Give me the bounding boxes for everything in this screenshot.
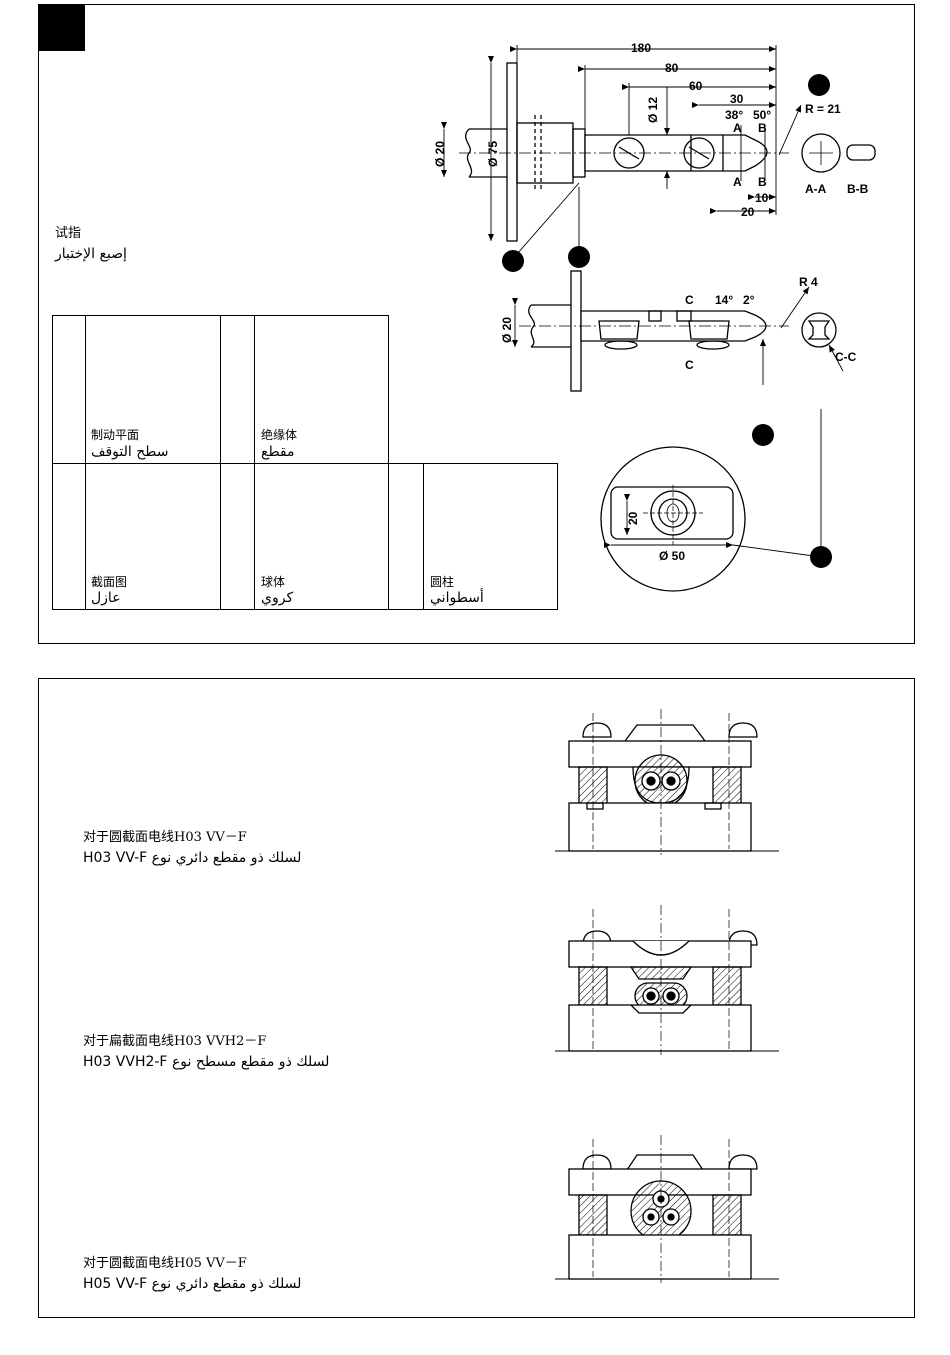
cylinder-label-zh: 圆柱 [430, 575, 455, 589]
dim-dia-75: Ø 75 [486, 141, 500, 167]
clamp-1-label-ar: لسلك ذو مقطع دائري نوع H03 VV-F [83, 850, 302, 866]
section-label-cc: C-C [835, 350, 857, 364]
angle-14: 14° [715, 293, 733, 307]
dim-10: 10 [755, 191, 769, 205]
sphere-label-ar: كروي [261, 590, 294, 606]
dim-dia-20: Ø 20 [433, 141, 447, 167]
test-finger-label-zh: 试指 [55, 226, 82, 241]
angle-50: 50° [753, 108, 771, 122]
stop-face-label-zh: 制动平面 [91, 428, 140, 442]
callout-dot-2 [502, 250, 524, 272]
dim-dia-50: Ø 50 [659, 549, 685, 563]
test-finger-drawing: 180 80 60 30 38° 50° A B A B 10 20 R = 2… [433, 41, 876, 592]
section-marker [39, 5, 85, 51]
section-views-aa-bb [801, 133, 876, 173]
cable-clamp-panel: 对于圆截面电线H03 VV－F لسلك ذو مقطع دائري نوع H… [38, 678, 915, 1318]
clamp-3-label-ar: لسلك ذو مقطع دائري نوع H05 VV-F [83, 1276, 302, 1292]
section-mark-b-top: B [758, 121, 767, 135]
finger-top-dim-text: Ø 20 C C 14° 2° R 4 C-C [500, 275, 857, 372]
section-mark-b-bottom: B [758, 175, 767, 189]
radius-21: R = 21 [805, 102, 841, 116]
sphere-label-zh: 球体 [261, 575, 286, 589]
angle-2: 2° [743, 293, 755, 307]
clamp-2-label-ar: لسلك ذو مقطع مسطح نوع H03 VVH2-F [83, 1054, 330, 1070]
cylinder-label-ar: أسطواني [430, 590, 484, 606]
cable-clamp-drawings [555, 709, 779, 1283]
clamp-flat-h03 [555, 905, 779, 1055]
section-label-zh: 截面图 [91, 575, 128, 589]
test-finger-label-ar: إصبع الإختبار [55, 246, 127, 262]
dim-20-bottom: 20 [741, 205, 755, 219]
finger-top-view [512, 270, 844, 557]
finger-side-view [459, 62, 789, 242]
insulation-label-ar: مقطع [261, 444, 295, 460]
dim-20-detail: 20 [626, 511, 640, 525]
callout-dot-1 [808, 74, 830, 96]
stop-face-label-ar: سطح التوقف [91, 444, 169, 460]
section-mark-c-top: C [685, 293, 694, 307]
section-mark-a-bottom: A [733, 175, 742, 189]
clamp-2-label-zh: 对于扁截面电线H03 VVH2－F [83, 1034, 267, 1049]
clamp-round-h05 [555, 1135, 779, 1283]
clamp-round-h03 [555, 709, 779, 855]
dim-30: 30 [730, 92, 744, 106]
section-label-bb: B-B [847, 182, 869, 196]
finger-dim-text: 180 80 60 30 38° 50° A B A B 10 20 R = 2… [433, 41, 869, 219]
dim-dia-20-top: Ø 20 [500, 317, 514, 343]
clamp-3-label-zh: 对于圆截面电线H05 VV－F [83, 1256, 247, 1271]
angle-38: 38° [725, 108, 743, 122]
test-finger-panel: 试指 إصبع الإختبار 制动平面 سطح التوقف 绝缘体 مقط… [38, 4, 915, 644]
dim-dia-12: Ø 12 [646, 97, 660, 123]
callout-dot-4 [752, 424, 774, 446]
section-mark-a-top: A [733, 121, 742, 135]
section-label-aa: A-A [805, 182, 827, 196]
finger-dimensions [441, 45, 802, 262]
clamp-1-label-zh: 对于圆截面电线H03 VV－F [83, 830, 247, 845]
dim-60: 60 [689, 79, 703, 93]
dim-80: 80 [665, 61, 679, 75]
insulation-label-zh: 绝缘体 [261, 428, 298, 442]
dim-180: 180 [631, 41, 651, 55]
section-mark-c-bottom: C [685, 358, 694, 372]
detail-circle [600, 446, 822, 592]
callout-dot-3 [568, 246, 590, 268]
radius-4: R 4 [799, 275, 818, 289]
section-label-ar: عازل [91, 590, 121, 606]
